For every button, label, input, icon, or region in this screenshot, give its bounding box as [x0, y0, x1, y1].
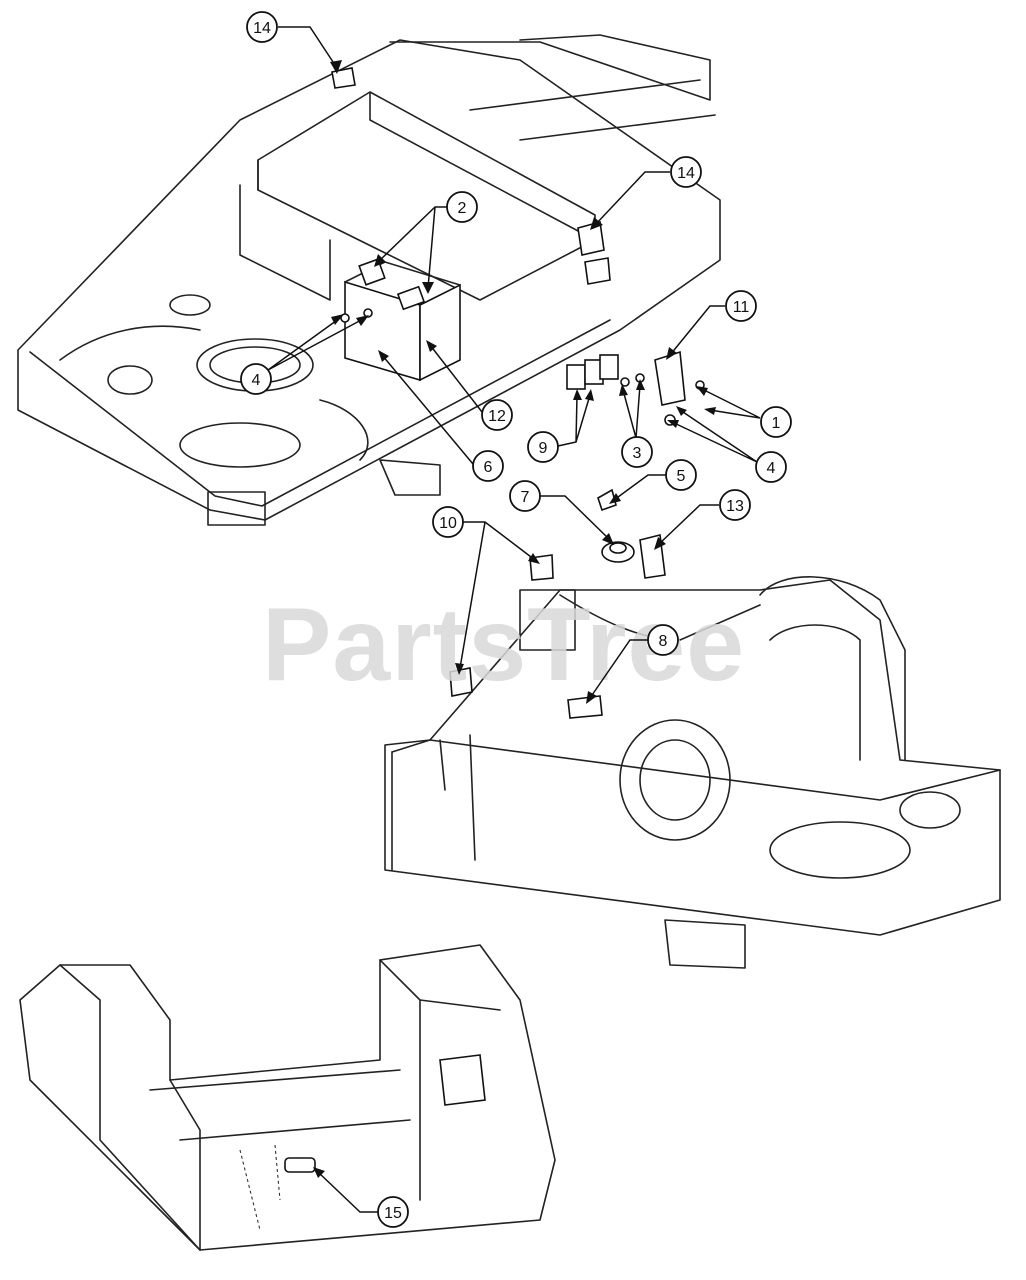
svg-text:14: 14 — [253, 20, 271, 37]
callout-6[interactable]: 6 — [378, 350, 504, 482]
callout-1[interactable]: 1 — [696, 386, 792, 438]
callout-9[interactable]: 9 — [527, 389, 594, 463]
svg-text:6: 6 — [484, 459, 493, 476]
svg-text:13: 13 — [726, 498, 744, 515]
svg-text:2: 2 — [458, 200, 467, 217]
svg-text:7: 7 — [521, 489, 530, 506]
callout-11[interactable]: 11 — [666, 290, 757, 360]
bottom-frame-assembly — [19, 944, 556, 1251]
callout-10[interactable]: 10 — [432, 506, 540, 675]
callout-4-right[interactable]: 4 — [667, 406, 787, 483]
middle-chassis-assembly — [384, 488, 1001, 969]
svg-text:5: 5 — [677, 468, 686, 485]
callout-2[interactable]: 2 — [374, 191, 478, 294]
svg-text:14: 14 — [677, 165, 695, 182]
svg-text:4: 4 — [767, 460, 776, 477]
svg-text:9: 9 — [539, 440, 548, 457]
callout-12[interactable]: 12 — [426, 340, 513, 431]
callout-14-right[interactable]: 14 — [590, 156, 702, 230]
svg-text:12: 12 — [488, 408, 506, 425]
svg-text:1: 1 — [772, 415, 781, 432]
callout-3[interactable]: 3 — [619, 379, 653, 468]
svg-text:15: 15 — [384, 1205, 402, 1222]
svg-text:8: 8 — [659, 633, 668, 650]
svg-text:4: 4 — [252, 372, 261, 389]
svg-text:10: 10 — [439, 515, 457, 532]
callout-13[interactable]: 13 — [654, 489, 751, 550]
callout-14-top[interactable]: 14 — [246, 11, 342, 74]
callout-5[interactable]: 5 — [609, 459, 697, 504]
callout-8[interactable]: 8 — [586, 624, 679, 704]
callouts: 14 14 2 4 12 — [240, 11, 792, 1228]
svg-text:3: 3 — [633, 445, 642, 462]
svg-text:11: 11 — [733, 299, 750, 316]
callout-15[interactable]: 15 — [313, 1167, 409, 1228]
callout-7[interactable]: 7 — [509, 480, 614, 545]
top-frame-assembly — [17, 34, 721, 526]
callout-4-left[interactable]: 4 — [240, 314, 369, 395]
